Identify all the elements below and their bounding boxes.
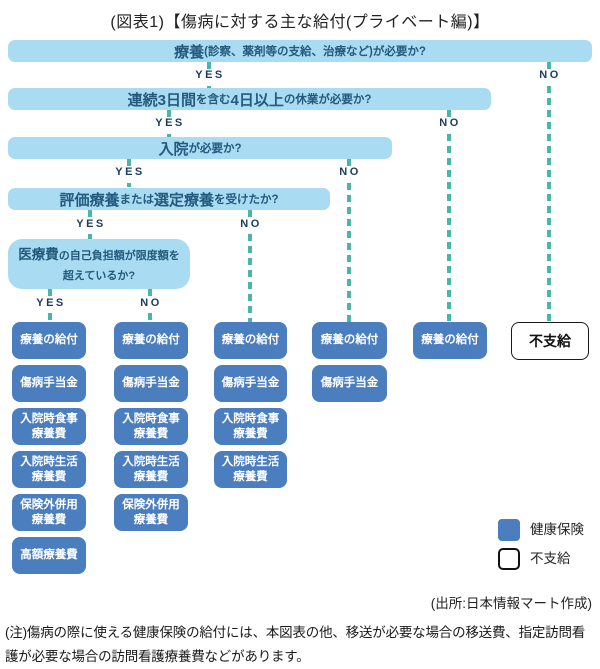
branch-label-q2-no: NO	[436, 117, 464, 130]
question-text-lg: 連続3日間	[127, 91, 196, 109]
source-credit: (出所:日本情報マート作成)	[430, 596, 592, 611]
question-text-sm: を受けたか?	[214, 194, 279, 206]
question-text-lg: 評価療養	[59, 191, 120, 209]
rejection-box: 不支給	[511, 322, 589, 360]
question-line1: 医療費の自己負担額が限度額を	[18, 243, 180, 268]
benefit-box: 傷病手当金	[312, 365, 387, 402]
branch-label-q4-yes: YES	[73, 218, 109, 231]
benefit-box: 入院時食事 療養費	[12, 408, 86, 445]
branch-label-q3-no: NO	[336, 166, 364, 179]
question-bar-nyuin: 入院が必要か?	[8, 137, 392, 159]
question-text-sm: の自己負担額が限度額を	[58, 250, 180, 263]
branch-label-q3-yes: YES	[112, 166, 148, 179]
connector-q4-no	[248, 210, 252, 322]
benefit-box: 療養の給付	[114, 322, 188, 359]
benefit-box: 傷病手当金	[12, 365, 86, 402]
benefit-box: 療養の給付	[12, 322, 86, 359]
question-text-sm: (診察、薬剤等の支給、治療など)が必要か?	[204, 46, 426, 58]
question-text-sm: の休業が必要か?	[283, 94, 372, 106]
benefit-box: 入院時食事 療養費	[214, 408, 287, 445]
branch-label-q4-no: NO	[237, 218, 265, 231]
question-text-sm: または	[119, 194, 154, 206]
legend-swatch-insurance	[498, 519, 520, 541]
benefit-box: 傷病手当金	[214, 365, 287, 402]
benefit-box: 入院時食事 療養費	[114, 408, 188, 445]
footnote: (注)傷病の際に使える健康保険の給付には、本図表の他、移送が必要な場合の移送費、…	[5, 625, 586, 664]
question-text-sm: を含む	[195, 94, 231, 106]
question-line2: 超えているか?	[62, 269, 136, 282]
benefit-box: 療養の給付	[413, 322, 487, 359]
branch-label-q5-no: NO	[137, 297, 165, 310]
benefit-box: 入院時生活 療養費	[214, 451, 287, 488]
question-text-lg: 4日以上	[230, 91, 284, 109]
benefit-box: 傷病手当金	[114, 365, 188, 402]
question-text-lg: 医療費	[18, 247, 59, 263]
benefit-box: 保険外併用 療養費	[114, 494, 188, 531]
page-title: (図表1)【傷病に対する主な給付(プライベート編)】	[110, 14, 490, 31]
benefit-box: 療養の給付	[214, 322, 287, 359]
branch-label-q5-yes: YES	[33, 297, 69, 310]
question-text-lg: 選定療養	[153, 191, 214, 209]
branch-label-q2-yes: YES	[152, 117, 188, 130]
benefit-box: 保険外併用 療養費	[12, 494, 86, 531]
question-text-lg: 入院	[158, 140, 189, 158]
legend-swatch-rejection	[498, 548, 520, 570]
benefit-box: 高額療養費	[12, 537, 86, 574]
question-bar-ryoyo: 療養(診察、薬剤等の支給、治療など)が必要か?	[8, 40, 592, 62]
branch-label-q1-no: NO	[536, 69, 564, 82]
question-box-gendogaku: 医療費の自己負担額が限度額を 超えているか?	[8, 239, 190, 289]
benefit-box: 療養の給付	[312, 322, 387, 359]
connector-q1-no	[547, 62, 551, 322]
legend-label-rejection: 不支給	[530, 551, 571, 566]
question-text-sm: が必要か?	[188, 143, 242, 155]
connector-q3-no	[347, 159, 351, 322]
benefit-box: 入院時生活 療養費	[12, 451, 86, 488]
connector-q2-no	[447, 110, 451, 322]
question-text-lg: 療養	[174, 43, 205, 61]
benefit-box: 入院時生活 療養費	[114, 451, 188, 488]
branch-label-q1-yes: YES	[192, 69, 228, 82]
question-bar-hyoka-sentei: 評価療養または選定療養を受けたか?	[8, 188, 330, 210]
legend-label-insurance: 健康保険	[530, 522, 584, 537]
